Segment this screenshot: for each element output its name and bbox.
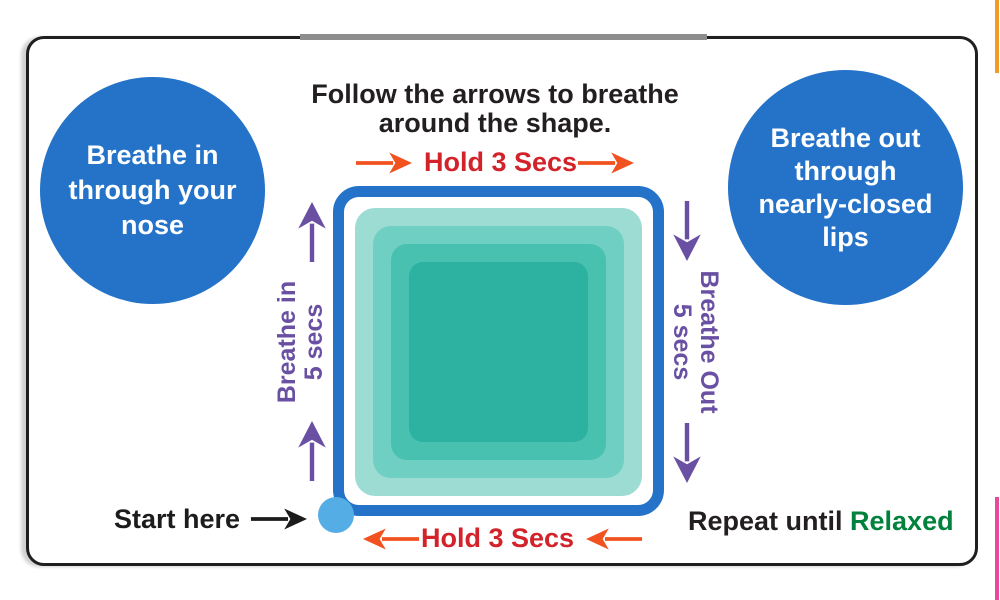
left-arrow-icon bbox=[586, 528, 643, 549]
breathe-out-side-label: Breathe Out 5 secs bbox=[668, 270, 723, 414]
down-arrow-icon bbox=[673, 200, 701, 261]
down-arrow-icon bbox=[673, 422, 701, 483]
card-top-shadow bbox=[300, 34, 707, 40]
up-arrow-icon bbox=[298, 421, 326, 482]
breathe-in-side-label: Breathe in 5 secs bbox=[273, 280, 328, 404]
hold-top-label: Hold 3 Secs bbox=[424, 147, 578, 177]
start-point-dot bbox=[318, 497, 354, 533]
right-arrow-icon bbox=[578, 152, 635, 173]
left-arrow-icon bbox=[363, 528, 420, 549]
edge-strip-orange bbox=[995, 0, 999, 73]
instruction-title: Follow the arrows to breathe around the … bbox=[311, 79, 679, 138]
square-layer-center bbox=[409, 262, 588, 442]
breathe-out-circle-text: Breathe out through nearly-closed lips bbox=[758, 122, 933, 252]
up-arrow-icon bbox=[298, 202, 326, 263]
repeat-highlight: Relaxed bbox=[850, 506, 954, 536]
start-here-label: Start here bbox=[114, 504, 241, 534]
breathe-in-circle: Breathe in through your nose bbox=[40, 77, 265, 304]
breathe-in-circle-text: Breathe in through your nose bbox=[68, 140, 237, 240]
hold-bottom-row: Hold 3 Secs bbox=[363, 523, 643, 554]
breathe-out-circle: Breathe out through nearly-closed lips bbox=[728, 70, 963, 305]
repeat-prefix: Repeat until bbox=[688, 506, 851, 536]
hold-bottom-label: Hold 3 Secs bbox=[421, 523, 575, 553]
edge-strip-pink bbox=[995, 497, 999, 600]
hold-top-row: Hold 3 Secs bbox=[355, 147, 635, 178]
right-arrow-icon bbox=[355, 152, 412, 173]
black-right-arrow-icon bbox=[250, 508, 307, 530]
repeat-label: Repeat until Relaxed bbox=[688, 506, 954, 537]
